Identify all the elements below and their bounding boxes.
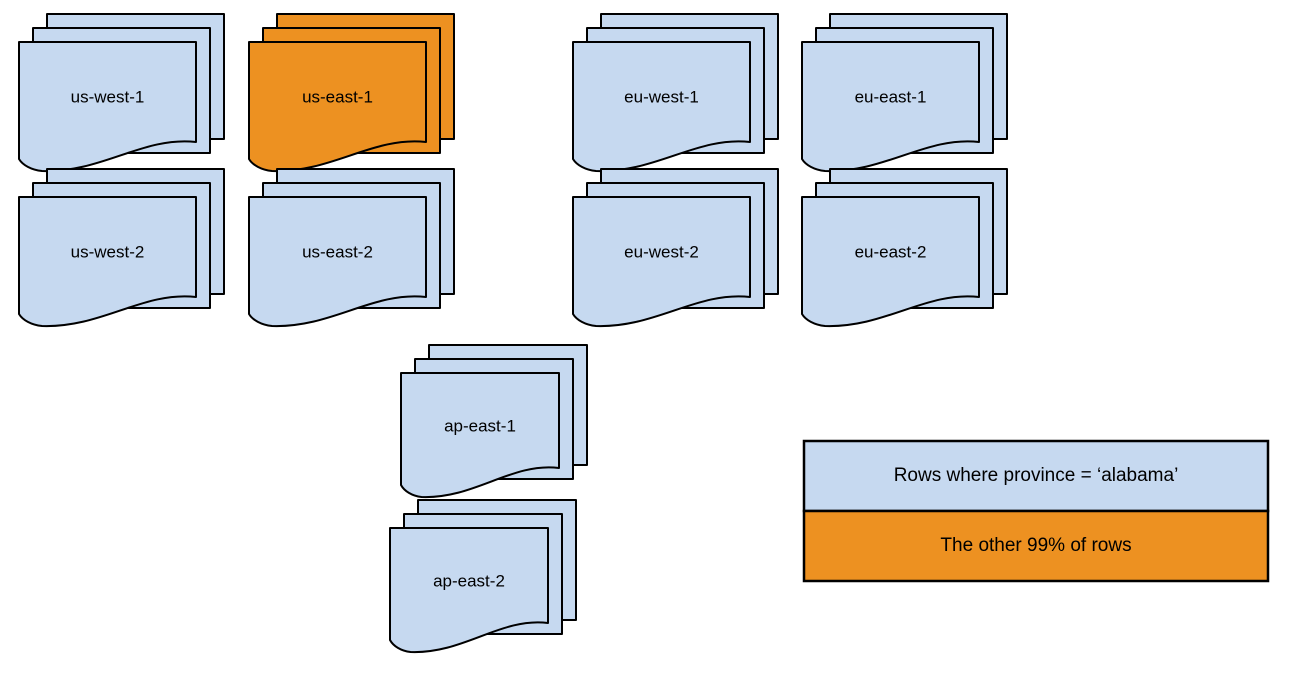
document-stack-ap-east-1[interactable]: ap-east-1 <box>400 344 588 499</box>
stack-label-us-west-2: us-west-2 <box>71 243 145 262</box>
document-stack-us-west-1[interactable]: us-west-1 <box>18 13 225 173</box>
document-stack-ap-east-2[interactable]: ap-east-2 <box>389 499 577 654</box>
stack-sheet-front <box>572 196 751 328</box>
legend-row-legend-highlight: The other 99% of rows <box>802 509 1270 583</box>
legend-label-legend-highlight: The other 99% of rows <box>940 535 1131 556</box>
legend-row-legend-normal: Rows where province = ‘alabama’ <box>802 439 1270 513</box>
stack-sheet-front <box>801 196 980 328</box>
stack-label-ap-east-2: ap-east-2 <box>433 571 505 590</box>
stack-label-us-east-2: us-east-2 <box>302 243 373 262</box>
legend-label-legend-normal: Rows where province = ‘alabama’ <box>894 465 1179 486</box>
document-stack-us-east-2[interactable]: us-east-2 <box>248 168 455 328</box>
stack-sheet-front <box>389 527 549 654</box>
stack-sheet-front <box>248 196 427 328</box>
stack-sheet-front <box>400 372 560 499</box>
stack-label-eu-east-1: eu-east-1 <box>855 88 927 107</box>
document-stack-eu-west-1[interactable]: eu-west-1 <box>572 13 779 173</box>
stack-label-us-east-1: us-east-1 <box>302 88 373 107</box>
stack-label-eu-west-2: eu-west-2 <box>624 243 699 262</box>
stack-sheet-front <box>18 196 197 328</box>
document-stack-us-west-2[interactable]: us-west-2 <box>18 168 225 328</box>
document-stack-eu-east-1[interactable]: eu-east-1 <box>801 13 1008 173</box>
legend-swatch-legend-highlight <box>802 509 1270 583</box>
legend-layer: Rows where province = ‘alabama’ The other… <box>802 439 1270 583</box>
document-stack-us-east-1[interactable]: us-east-1 <box>248 13 455 173</box>
stack-label-ap-east-1: ap-east-1 <box>444 416 516 435</box>
document-stack-eu-east-2[interactable]: eu-east-2 <box>801 168 1008 328</box>
stack-label-eu-west-1: eu-west-1 <box>624 88 699 107</box>
stack-label-eu-east-2: eu-east-2 <box>855 243 927 262</box>
document-stack-eu-west-2[interactable]: eu-west-2 <box>572 168 779 328</box>
document-stacks-layer: us-west-1 us-east-1 eu-west-1 eu-east-1 us-w… <box>18 13 1008 654</box>
stack-label-us-west-1: us-west-1 <box>71 88 145 107</box>
legend-swatch-legend-normal <box>802 439 1270 513</box>
